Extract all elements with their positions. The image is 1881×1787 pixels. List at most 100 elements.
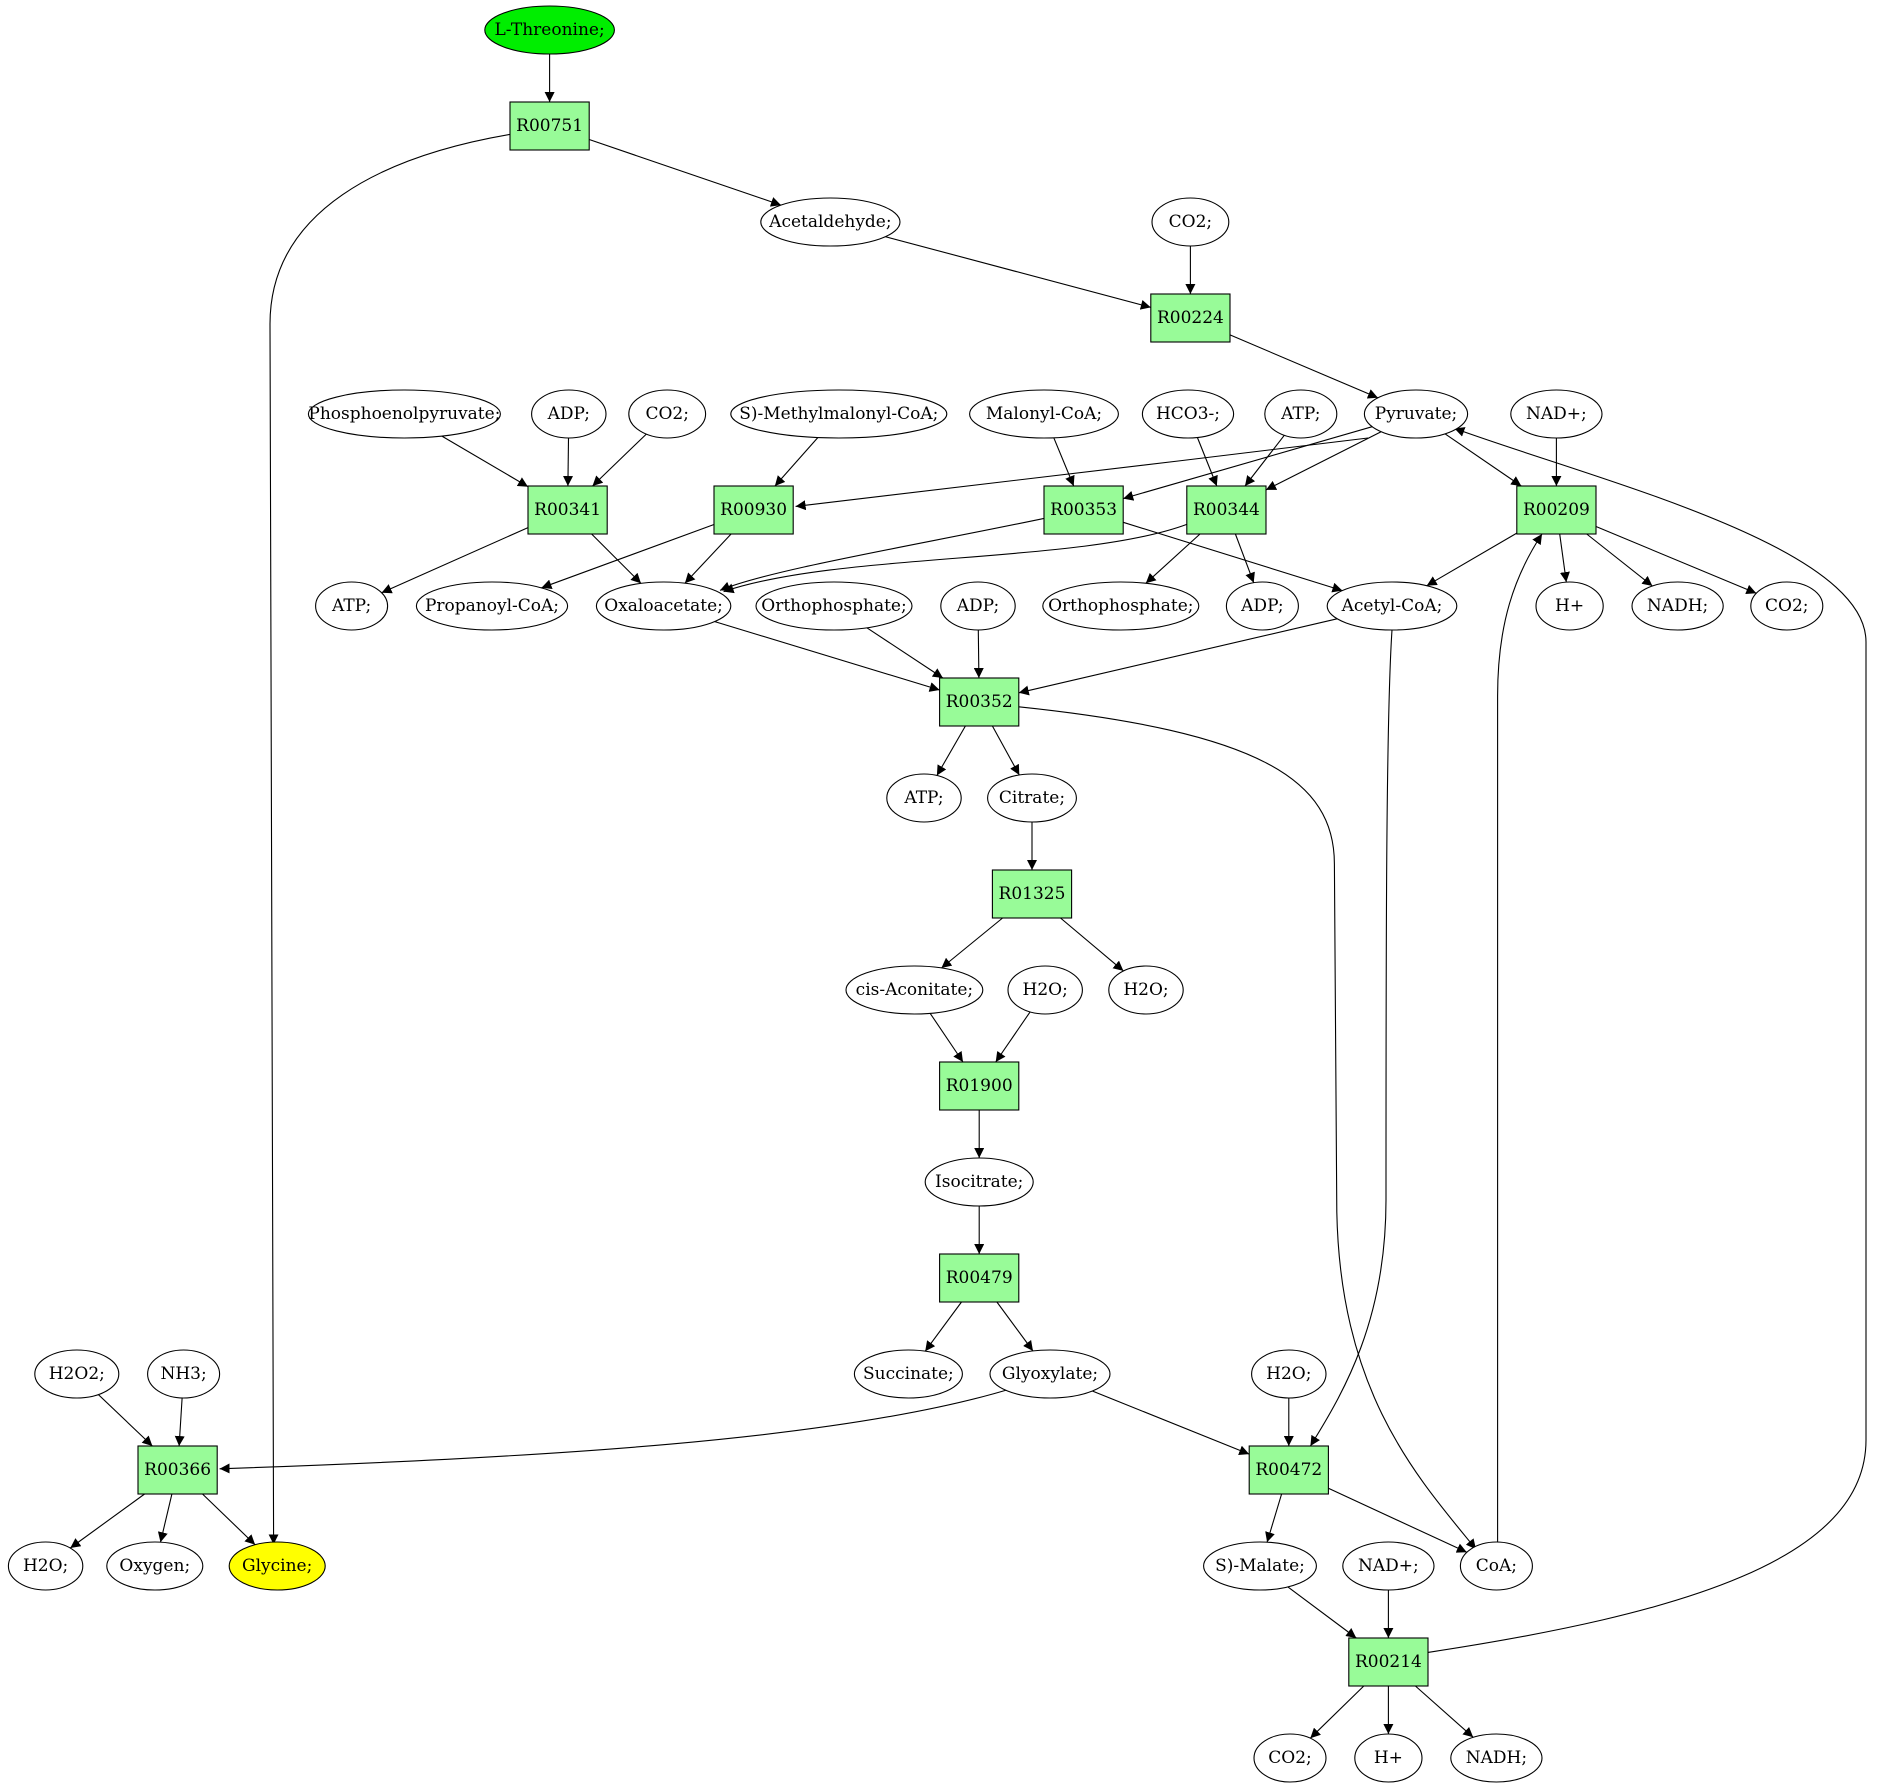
reaction-node-r00209[interactable]: R00209 (1516, 485, 1597, 535)
edge-r00930-to-propcoa (541, 523, 715, 590)
compound-node-pi_2[interactable]: Orthophosphate; (1042, 581, 1200, 631)
compound-node-hco3[interactable]: HCO3-; (1141, 389, 1235, 439)
compound-node-malcoa[interactable]: Malonyl-CoA; (969, 389, 1119, 439)
edge-pyruvate-to-r00209 (1444, 433, 1522, 487)
compound-node-nadh_2[interactable]: NADH; (1450, 1733, 1543, 1783)
reaction-node-r00930[interactable]: R00930 (713, 485, 794, 535)
compound-node-nad_1[interactable]: NAD+; (1510, 389, 1603, 439)
compound-node-adp_3[interactable]: ADP; (1225, 581, 1299, 631)
compound-node-hplus_1[interactable]: H+ (1535, 581, 1604, 631)
compound-node-acetaldehyde[interactable]: Acetaldehyde; (760, 197, 901, 247)
compound-ellipse (1750, 581, 1824, 631)
edge-r00344-to-pi_2 (1145, 533, 1201, 584)
compound-node-gly[interactable]: Glycine; (228, 1541, 326, 1591)
compound-node-h2o_2[interactable]: H2O; (1108, 965, 1184, 1015)
node-label: R00352 (946, 692, 1013, 712)
compound-node-co2_3[interactable]: CO2; (1750, 581, 1824, 631)
compound-ellipse (1342, 1541, 1435, 1591)
compound-node-pep[interactable]: Phosphoenolpyruvate; (307, 389, 501, 439)
compound-ellipse (886, 773, 962, 823)
edge-r01325-to-h2o_2 (1060, 917, 1124, 972)
compound-node-oxygen[interactable]: Oxygen; (106, 1541, 204, 1591)
compound-node-nh3[interactable]: NH3; (147, 1349, 221, 1399)
node-label: ADP; (956, 596, 999, 616)
compound-node-co2_2[interactable]: CO2; (628, 389, 707, 439)
node-label: NAD+; (1526, 404, 1587, 424)
reaction-node-r00353[interactable]: R00353 (1043, 485, 1124, 535)
node-label: CO2; (1169, 212, 1213, 232)
reaction-node-r01325[interactable]: R01325 (991, 869, 1073, 919)
compound-node-h2o_1[interactable]: H2O; (1007, 965, 1083, 1015)
node-label: CO2; (1765, 596, 1809, 616)
reaction-node-r00224[interactable]: R00224 (1150, 293, 1231, 343)
compound-node-h2o_3[interactable]: H2O; (7, 1541, 84, 1591)
compound-node-hplus_2[interactable]: H+ (1354, 1733, 1423, 1783)
compound-node-nad_2[interactable]: NAD+; (1342, 1541, 1435, 1591)
compound-ellipse (1151, 197, 1230, 247)
reaction-node-r00751[interactable]: R00751 (509, 101, 590, 151)
node-label: R00214 (1355, 1652, 1422, 1672)
node-label: Propanoyl-CoA; (425, 596, 559, 616)
edge-r00366-to-gly (202, 1493, 256, 1546)
compound-node-citrate[interactable]: Citrate; (987, 773, 1077, 823)
compound-ellipse (1141, 389, 1235, 439)
compound-node-smal[interactable]: S)-Malate; (1203, 1541, 1317, 1591)
compound-ellipse (940, 581, 1016, 631)
edge-adp_2-to-r00352 (973, 629, 984, 679)
edge-r00353-to-oaa (719, 517, 1045, 592)
edge-r00214-to-pyruvate (1427, 427, 1867, 1653)
node-label: Malonyl-CoA; (986, 404, 1102, 424)
reaction-node-r00472[interactable]: R00472 (1248, 1445, 1329, 1495)
node-label: R00751 (516, 116, 583, 136)
compound-node-accoa[interactable]: Acetyl-CoA; (1326, 581, 1458, 631)
compound-node-smmcoa[interactable]: S)-Methylmalonyl-CoA; (730, 389, 948, 439)
compound-node-glyox[interactable]: Glyoxylate; (989, 1349, 1111, 1399)
compound-node-h2o_4[interactable]: H2O; (1251, 1349, 1327, 1399)
compound-node-pi_1[interactable]: Orthophosphate; (755, 581, 913, 631)
node-label: H2O; (1123, 980, 1168, 1000)
compound-node-h2o2[interactable]: H2O2; (34, 1349, 120, 1399)
compound-node-cisacon[interactable]: cis-Aconitate; (845, 965, 984, 1015)
reaction-node-r00341[interactable]: R00341 (527, 485, 608, 535)
edge-r00472-to-smal (1265, 1493, 1283, 1543)
node-label: R01325 (999, 884, 1066, 904)
edge-smal-to-r00214 (1287, 1586, 1357, 1639)
node-label: Orthophosphate; (761, 596, 906, 616)
compound-node-atp_3[interactable]: ATP; (886, 773, 962, 823)
reaction-node-r00366[interactable]: R00366 (137, 1445, 218, 1495)
reaction-node-r00344[interactable]: R00344 (1186, 485, 1267, 535)
compound-node-adp_1[interactable]: ADP; (531, 389, 607, 439)
edge-h2o2-to-r00366 (98, 1394, 153, 1447)
reaction-box (1516, 485, 1597, 535)
compound-node-propcoa[interactable]: Propanoyl-CoA; (415, 581, 569, 631)
node-label: ATP; (903, 788, 943, 808)
edge-r00209-to-accoa (1426, 532, 1518, 587)
reaction-box (939, 1061, 1020, 1111)
compound-node-co2_4[interactable]: CO2; (1253, 1733, 1327, 1783)
compound-node-thr[interactable]: L-Threonine; (484, 5, 615, 55)
compound-node-succ[interactable]: Succinate; (853, 1349, 963, 1399)
compound-ellipse (34, 1349, 120, 1399)
compound-ellipse (106, 1541, 204, 1591)
compound-node-atp_2[interactable]: ATP; (315, 581, 389, 631)
compound-node-atp_1[interactable]: ATP; (1264, 389, 1338, 439)
reaction-node-r01900[interactable]: R01900 (939, 1061, 1020, 1111)
reaction-box (1043, 485, 1124, 535)
compound-node-isocit[interactable]: Isocitrate; (924, 1157, 1034, 1207)
reaction-node-r00352[interactable]: R00352 (939, 677, 1020, 727)
edge-r00479-to-succ (924, 1301, 962, 1352)
edge-r01325-to-cisacon (941, 917, 1003, 969)
compound-node-adp_2[interactable]: ADP; (940, 581, 1016, 631)
compound-node-pyruvate[interactable]: Pyruvate; (1363, 389, 1469, 439)
node-label: Glyoxylate; (1002, 1364, 1098, 1384)
compound-node-oaa[interactable]: Oxaloacetate; (595, 581, 732, 631)
compound-ellipse (415, 581, 569, 631)
compound-node-nadh_1[interactable]: NADH; (1631, 581, 1724, 631)
compound-ellipse (1225, 581, 1299, 631)
compound-node-coa[interactable]: CoA; (1459, 1541, 1533, 1591)
reaction-node-r00479[interactable]: R00479 (939, 1253, 1020, 1303)
compound-node-co2_1[interactable]: CO2; (1151, 197, 1230, 247)
edge-r00751-to-gly (268, 133, 511, 1545)
node-label: H+ (1555, 596, 1584, 616)
reaction-node-r00214[interactable]: R00214 (1348, 1637, 1429, 1687)
